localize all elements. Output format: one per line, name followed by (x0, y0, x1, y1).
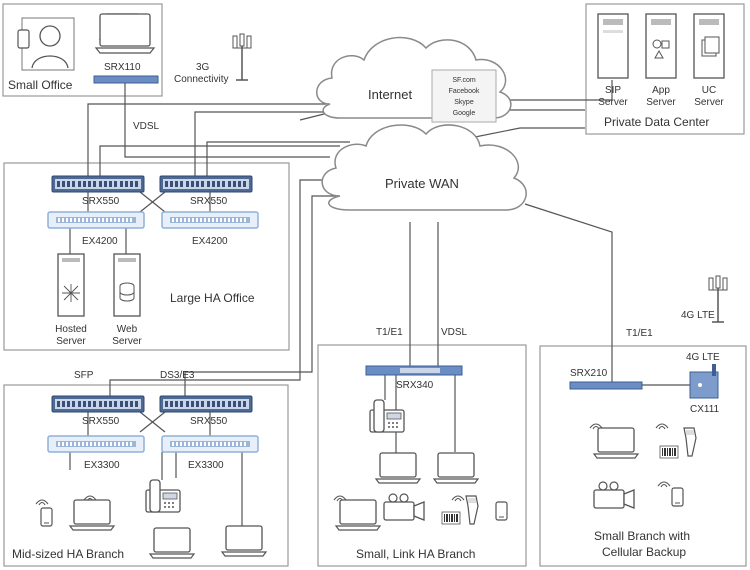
router-label: SRX550 (82, 196, 120, 207)
saas-item: Google (453, 110, 476, 117)
web-server-icon (113, 253, 141, 317)
private-wan-cloud: Private WAN (321, 124, 527, 211)
sip-server-icon (597, 13, 629, 79)
lte-device-label: 4G LTE (686, 352, 720, 363)
web-server-label-2: Server (112, 336, 142, 347)
hosted-server-label-2: Server (56, 336, 86, 347)
connectivity-3g-label-line1: 3G (196, 62, 210, 73)
private-data-center-title: Private Data Center (604, 115, 709, 129)
laptop-icon (221, 525, 267, 557)
barcode-icon (659, 445, 679, 459)
small-link-ha-branch-title: Small, Link HA Branch (356, 547, 475, 561)
uc-server-label: UC (702, 85, 716, 96)
small-branch-cellular: 4G LTE T1/E1 SRX210 4G LTE CX111 Small B… (569, 275, 728, 559)
user-avatar-icon (17, 17, 75, 71)
small-link-ha-branch-box (317, 344, 527, 567)
srx340-router-icon (365, 365, 463, 376)
laptop-icon (149, 527, 195, 559)
small-branch-title-line1: Small Branch with (594, 529, 690, 543)
mid-ha-branch-title: Mid-sized HA Branch (12, 547, 124, 561)
cell-tower-icon (232, 33, 252, 81)
switch-label: EX4200 (192, 236, 228, 247)
app-server-icon (645, 13, 677, 79)
small-office: SRX110 Small Office (8, 13, 159, 92)
small-office-router-label: SRX110 (104, 62, 141, 73)
small-branch-title-line2: Cellular Backup (602, 545, 686, 559)
ex3300-switch-icon (161, 435, 259, 453)
t1e1-link-label: T1/E1 (376, 327, 403, 338)
large-ha-office-title: Large HA Office (170, 291, 255, 305)
vdsl-link-label: VDSL (441, 327, 468, 338)
t1e1-link-label: T1/E1 (626, 328, 653, 339)
saas-item: Skype (454, 99, 474, 106)
laptop-icon (69, 499, 115, 531)
srx550-router-icon (159, 175, 253, 193)
switch-label: EX3300 (188, 460, 224, 471)
uc-server-label-2: Server (694, 97, 724, 108)
ex3300-switch-icon (47, 435, 145, 453)
app-server-label-2: Server (646, 97, 676, 108)
sip-server-label: SIP (605, 85, 621, 96)
router-label: SRX550 (82, 416, 120, 427)
mobile-phone-icon (40, 507, 53, 527)
lte-tower-label: 4G LTE (681, 310, 715, 321)
ex4200-switch-icon (161, 211, 259, 229)
sfp-link-label: SFP (74, 370, 94, 381)
laptop-icon (375, 452, 421, 484)
sip-server-label-2: Server (598, 97, 628, 108)
network-links (69, 80, 700, 526)
mobile-phone-icon (495, 501, 508, 521)
srx550-router-icon (51, 395, 145, 413)
saas-apps-box: SF.com Facebook Skype Google (431, 69, 497, 123)
saas-item: Facebook (449, 88, 480, 95)
private-wan-label: Private WAN (385, 176, 459, 191)
uc-server-icon (693, 13, 725, 79)
srx210-router-icon (569, 381, 643, 390)
laptop-icon (593, 427, 639, 459)
vdsl-top-label: VDSL (133, 121, 160, 132)
app-server-label: App (652, 85, 670, 96)
laptop-icon (335, 499, 381, 531)
ds3-link-label: DS3/E3 (160, 370, 195, 381)
barcode-icon (441, 511, 461, 525)
cx111-label: CX111 (690, 404, 720, 415)
small-office-title: Small Office (8, 78, 73, 92)
srx110-router-icon (93, 75, 159, 84)
connectivity-3g-label-line2: Connectivity (174, 74, 228, 85)
ex4200-switch-icon (47, 211, 145, 229)
srx550-router-icon (51, 175, 145, 193)
hosted-server-icon (57, 253, 85, 317)
srx550-router-icon (159, 395, 253, 413)
mobile-phone-icon (671, 487, 684, 507)
internet-label: Internet (368, 87, 412, 102)
large-ha-office-box (3, 162, 290, 351)
router-label: SRX550 (190, 196, 228, 207)
saas-item: SF.com (452, 77, 476, 84)
web-server-label: Web (117, 324, 138, 335)
cx111-device-icon (689, 364, 719, 399)
switch-label: EX3300 (84, 460, 120, 471)
private-data-center: SIP Server App Server UC Server Private … (597, 13, 725, 129)
switch-label: EX4200 (82, 236, 118, 247)
srx340-label: SRX340 (396, 380, 434, 391)
laptop-icon (433, 452, 479, 484)
srx210-label: SRX210 (570, 368, 608, 379)
large-ha-office: SRX550 SRX550 EX4200 EX4200 Hosted Serve… (47, 175, 259, 347)
small-link-ha-branch: T1/E1 VDSL SRX340 Small, Link HA Branch (333, 327, 508, 561)
hosted-server-label: Hosted (55, 324, 87, 335)
mid-ha-branch: SFP DS3/E3 SRX550 SRX550 EX3300 EX3300 M… (12, 370, 267, 561)
router-label: SRX550 (190, 416, 228, 427)
